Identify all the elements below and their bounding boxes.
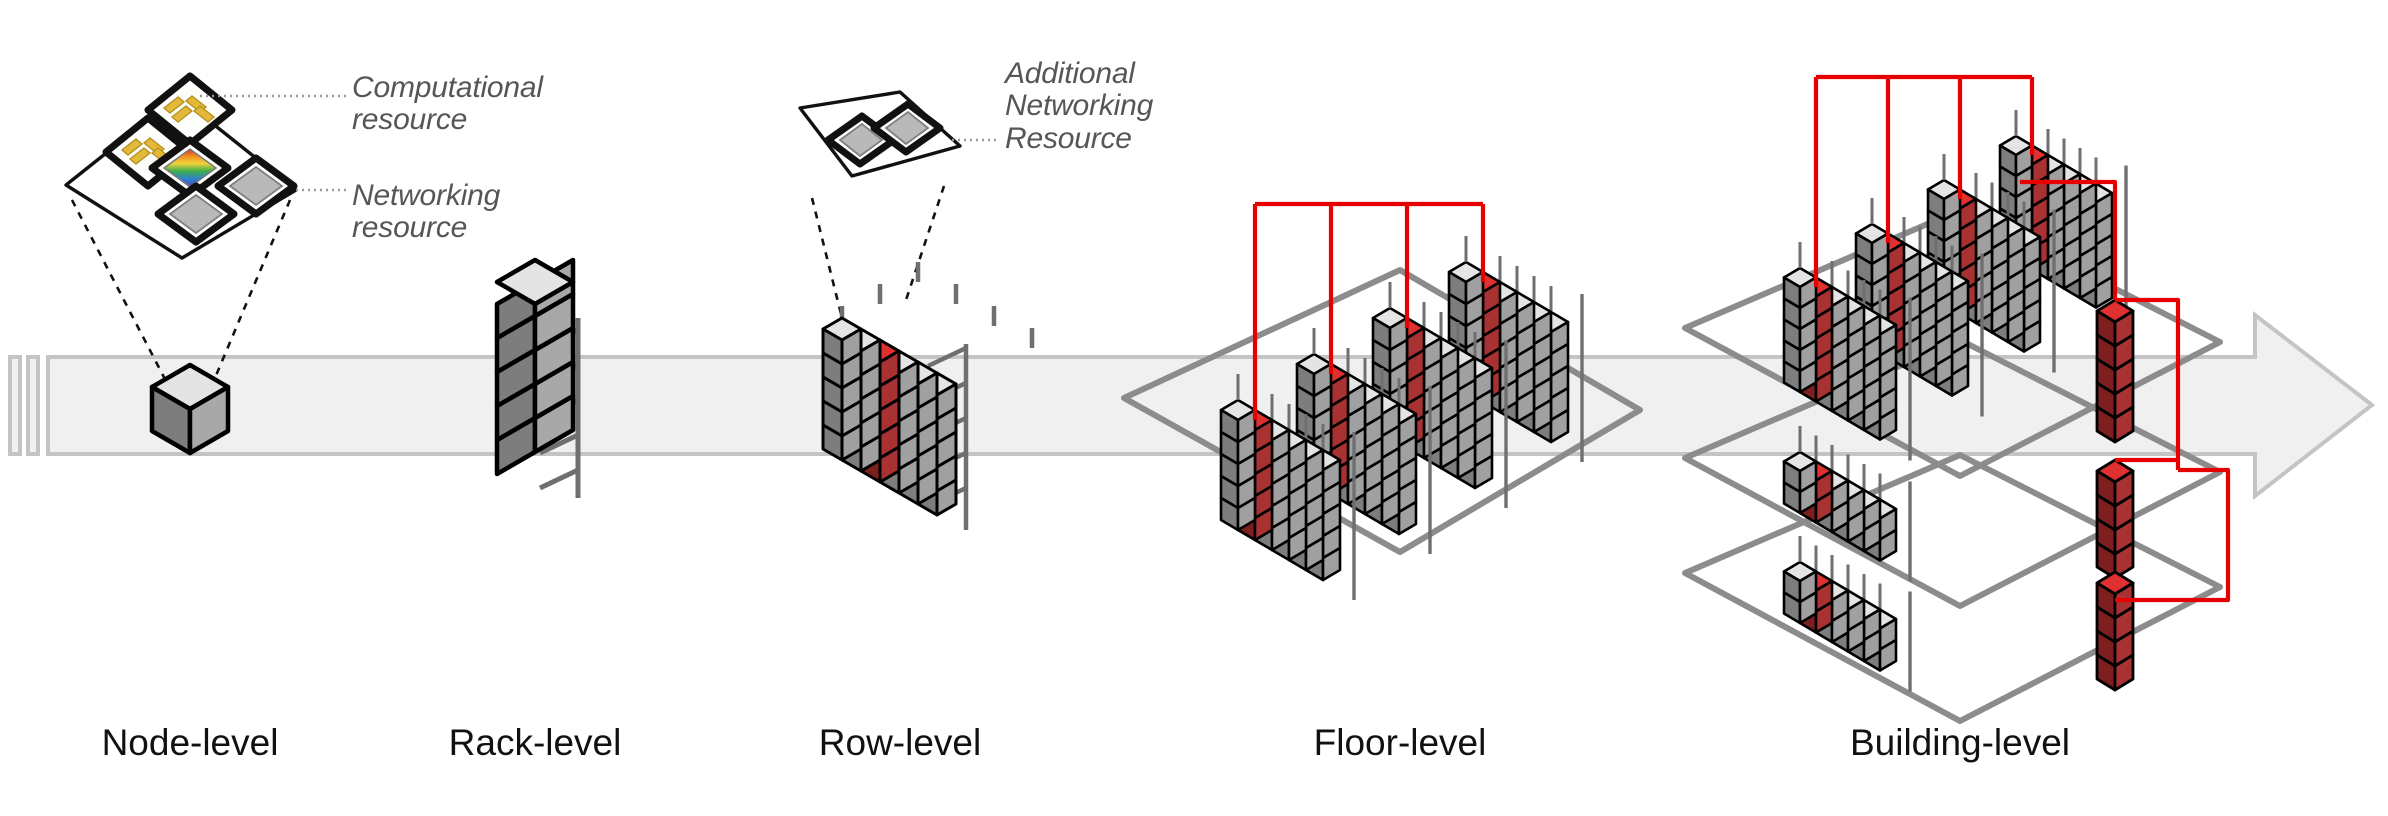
- row-detail-panel: [798, 90, 962, 178]
- gpu-chip-1: [148, 136, 232, 200]
- cpu-chip-2: [144, 72, 236, 148]
- level-label-rack: Rack-level: [448, 722, 622, 763]
- floor-network-links: [1252, 201, 1486, 420]
- row-rack-cubes: [821, 316, 958, 517]
- node-magnifier-cone: [70, 199, 292, 386]
- callout-networking-resource: Networking resource: [352, 179, 501, 245]
- node-level-group: [64, 72, 348, 456]
- floor-rack-cubes: [1219, 236, 1584, 600]
- callout-computational-resource: Computational resource: [352, 71, 543, 137]
- level-label-row: Row-level: [818, 722, 982, 763]
- network-chip-2: [214, 154, 298, 218]
- row-level-group: [798, 90, 1035, 530]
- level-label-node: Node-level: [101, 722, 279, 763]
- building-rack-cubes: [1782, 110, 2135, 692]
- rack-stack: [494, 257, 576, 477]
- rack-level-group: [494, 257, 581, 498]
- level-label-building: Building-level: [1849, 722, 2071, 763]
- callout-additional-networking-resource: Additional Networking Resource: [1005, 57, 1154, 155]
- node-leader-lines: [200, 94, 348, 192]
- building-network-links: [1813, 74, 2231, 603]
- row-magnifier-cone: [810, 185, 946, 319]
- node-detail-panel: [64, 72, 298, 260]
- network-switch-2: [870, 100, 944, 156]
- node-cube: [149, 362, 231, 456]
- network-chip-1: [154, 182, 238, 246]
- level-label-floor: Floor-level: [1313, 722, 1487, 763]
- building-floor-plane-3: [1682, 452, 2223, 724]
